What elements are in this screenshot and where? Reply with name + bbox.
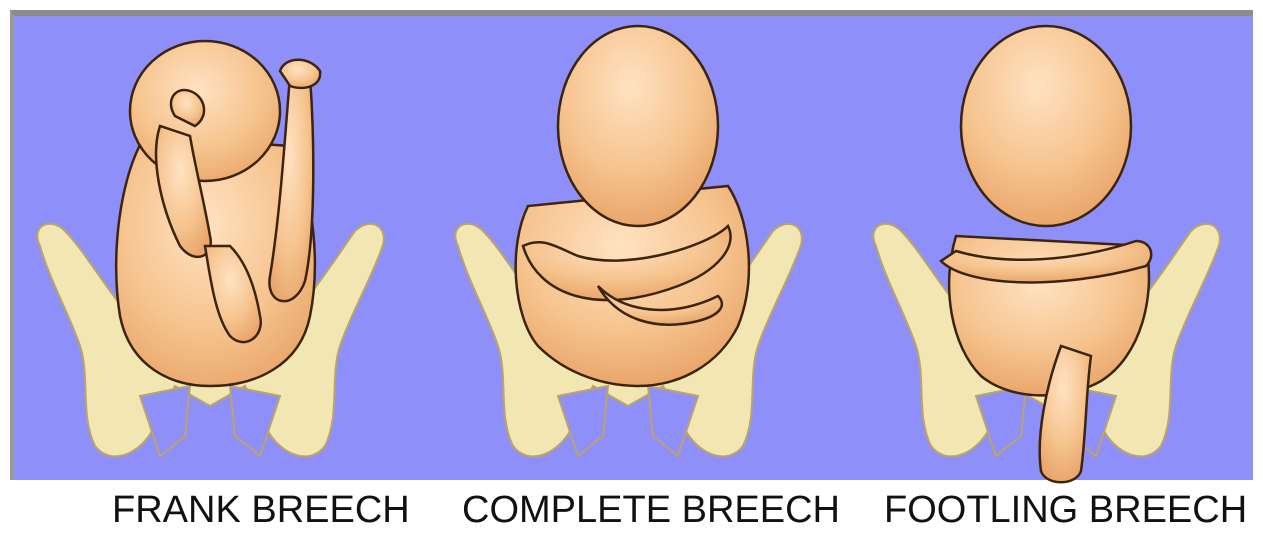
baby-body bbox=[116, 41, 320, 386]
complete-breech-illustration bbox=[428, 16, 836, 486]
frank-breech-illustration bbox=[10, 16, 418, 486]
footling-breech-illustration bbox=[846, 16, 1254, 486]
caption-complete-breech: COMPLETE BREECH bbox=[462, 486, 840, 534]
caption-footling-breech: FOOTLING BREECH bbox=[884, 486, 1247, 534]
baby-body bbox=[516, 26, 749, 386]
caption-frank-breech: FRANK BREECH bbox=[112, 486, 410, 534]
